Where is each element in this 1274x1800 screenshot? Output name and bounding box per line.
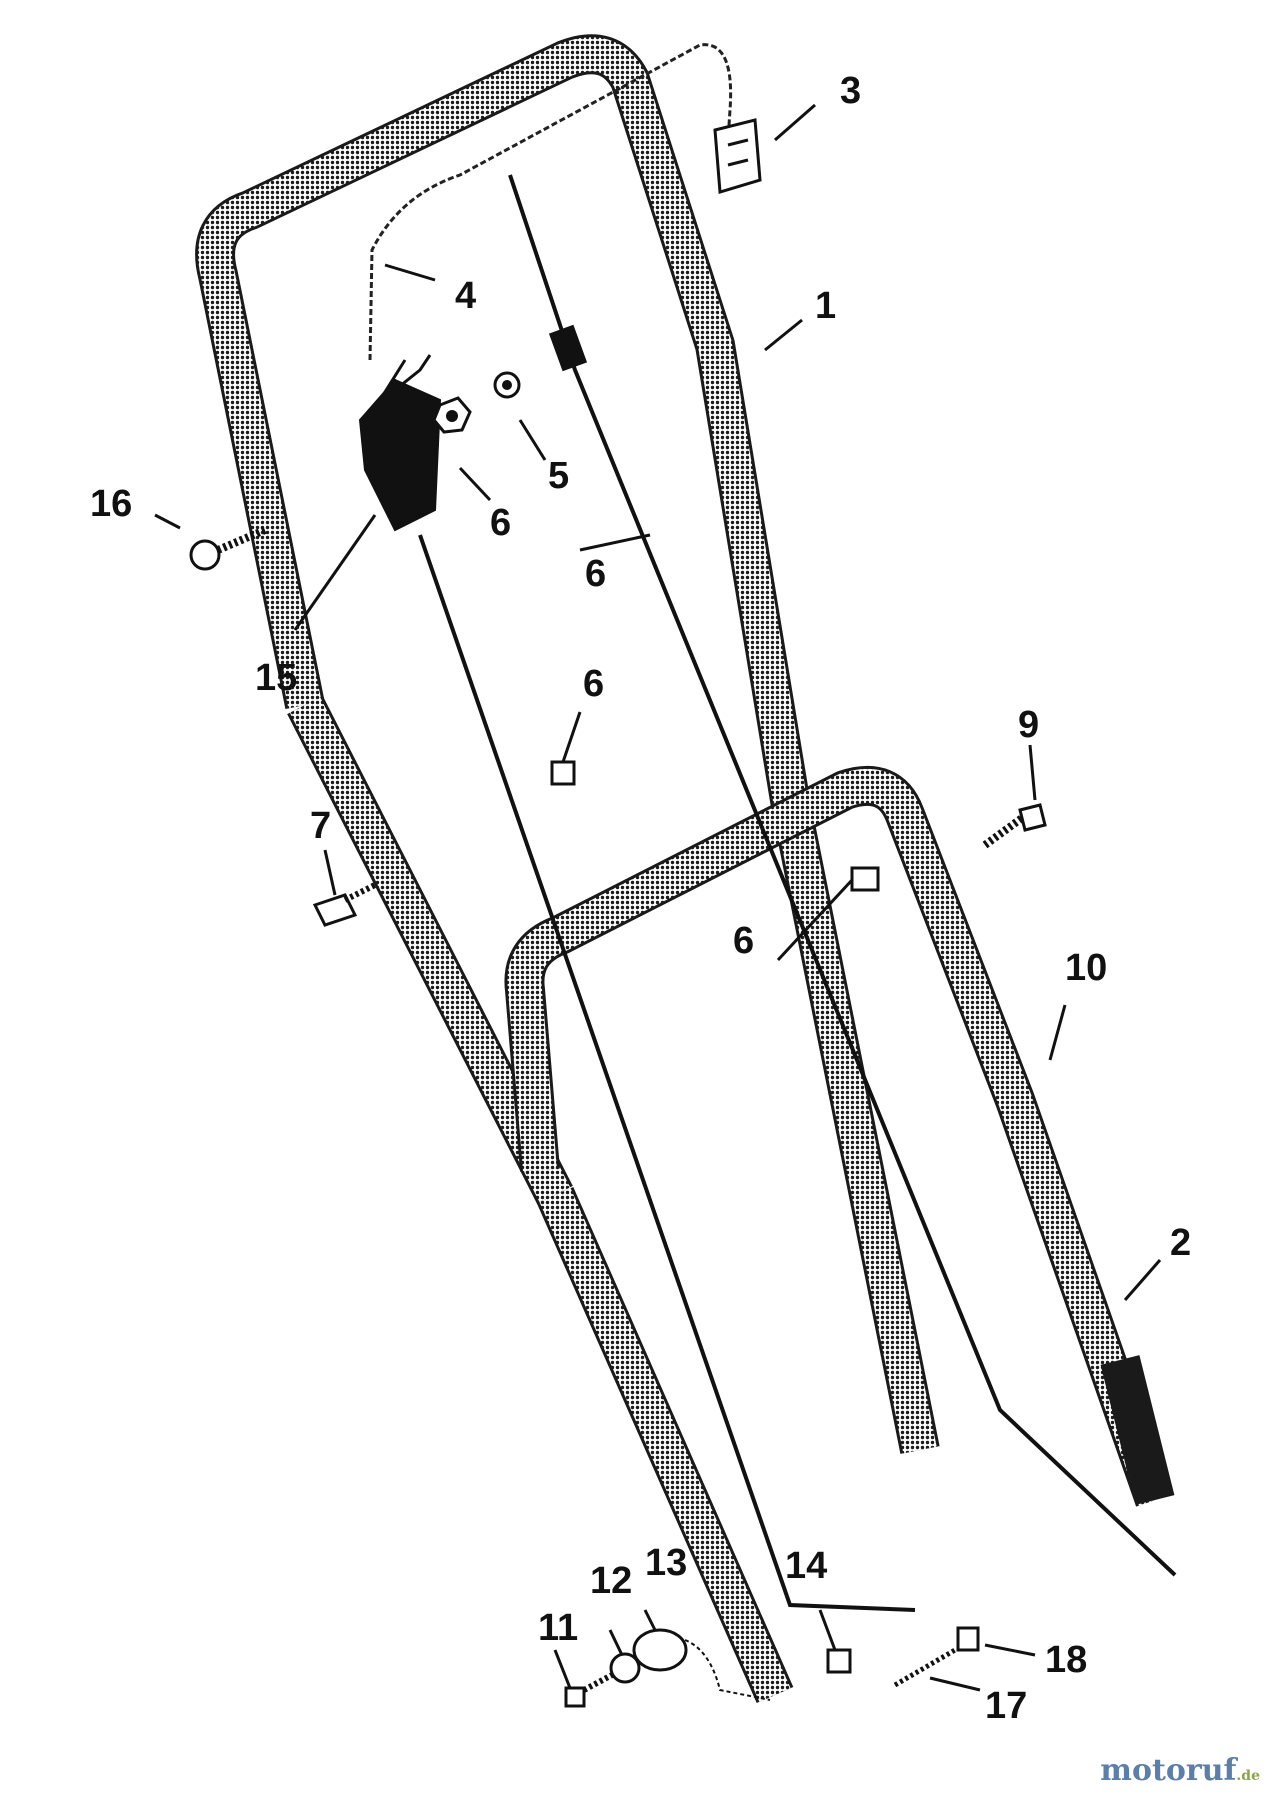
label-part-1: 1 [815, 285, 836, 327]
knob-13 [632, 1628, 771, 1701]
label-part-10: 10 [1065, 947, 1107, 989]
label-part-15: 15 [255, 657, 297, 699]
knob-bolt-9 [982, 803, 1047, 849]
cable-left [418, 534, 916, 1612]
label-part-6-c: 6 [583, 663, 604, 705]
label-part-9: 9 [1018, 704, 1039, 746]
clip-14 [826, 1648, 852, 1674]
label-part-6-d: 6 [733, 920, 754, 962]
label-part-18: 18 [1045, 1639, 1087, 1681]
label-part-16: 16 [90, 483, 132, 525]
knob-bolt-7 [312, 882, 377, 927]
lower-handle-right-leg [1100, 1355, 1175, 1505]
label-part-14: 14 [785, 1545, 827, 1587]
label-part-6-b: 6 [585, 553, 606, 595]
label-part-7: 7 [310, 805, 331, 847]
leader-lines [154, 103, 1162, 1692]
bolt-11 [564, 1672, 614, 1708]
switch-block [713, 118, 762, 194]
clip-18 [956, 1626, 980, 1652]
label-part-12: 12 [590, 1560, 632, 1602]
cable-right [508, 174, 1177, 1577]
hex-nut [432, 396, 472, 434]
knob-bolt-16 [189, 526, 267, 571]
screw-17 [893, 1647, 957, 1688]
label-part-4: 4 [455, 275, 476, 317]
label-part-13: 13 [645, 1542, 687, 1584]
label-part-2: 2 [1170, 1222, 1191, 1264]
wing-nut [493, 371, 521, 399]
label-part-6-a: 6 [490, 502, 511, 544]
label-part-3: 3 [840, 70, 861, 112]
label-part-11: 11 [538, 1607, 578, 1649]
watermark-main: motoruf [1100, 1753, 1237, 1788]
cable-top-wire [368, 43, 733, 361]
washer-12 [609, 1652, 641, 1684]
label-part-5: 5 [548, 455, 569, 497]
cable-clip-upper [548, 324, 588, 372]
label-part-17: 17 [985, 1685, 1027, 1727]
control-lever [358, 354, 442, 532]
cable-tie-6-mid [550, 760, 576, 786]
cable-tie-6-right [850, 866, 880, 892]
watermark-logo: motoruf.de [1100, 1753, 1260, 1788]
watermark-suffix: .de [1236, 1768, 1260, 1784]
